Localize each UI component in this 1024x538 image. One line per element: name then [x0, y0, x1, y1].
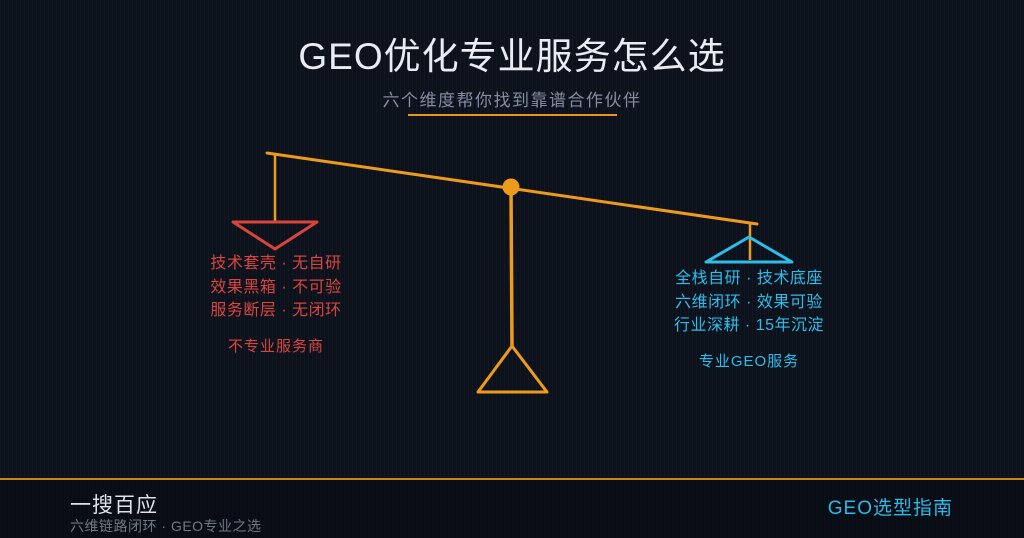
page-subtitle: 六个维度帮你找到靠谱合作伙伴 — [382, 91, 642, 110]
right-point-3: 行业深耕 · 15年沉淀 — [673, 317, 825, 334]
footer-badge: GEO选型指南 — [827, 498, 953, 519]
brand-tagline: 六维链路闭环 · GEO专业之选 — [70, 518, 262, 534]
left-panel-label: 不专业服务商 — [227, 337, 324, 355]
left-point-2: 效果黑箱 · 不可验 — [210, 278, 342, 296]
scale-center-post — [509, 185, 514, 348]
right-panel-label: 专业GEO服务 — [698, 352, 800, 370]
professional-service-panel: 全栈自研 · 技术底座 六维闭环 · 效果可验 行业深耕 · 15年沉淀 专业G… — [619, 267, 879, 371]
footer-divider — [0, 478, 1024, 480]
page-title: GEO优化专业服务怎么选 — [298, 36, 726, 77]
left-point-1: 技术套壳 · 无自研 — [210, 255, 342, 272]
left-point-3: 服务断层 · 无闭环 — [210, 302, 342, 319]
right-point-2: 六维闭环 · 效果可验 — [675, 293, 823, 311]
pivot-dot-icon — [502, 178, 520, 196]
down-triangle-icon — [231, 220, 319, 251]
right-point-1: 全栈自研 · 技术底座 — [675, 270, 823, 287]
fulcrum-triangle-icon — [476, 344, 549, 394]
title-underline — [408, 114, 617, 116]
unprofessional-service-panel: 技术套壳 · 无自研 效果黑箱 · 不可验 服务断层 · 无闭环 不专业服务商 — [146, 252, 406, 356]
footer-bar: 一搜百应 六维链路闭环 · GEO专业之选 GEO选型指南 — [0, 480, 1024, 538]
up-triangle-icon — [704, 235, 794, 264]
brand-name: 一搜百应 — [70, 494, 158, 517]
